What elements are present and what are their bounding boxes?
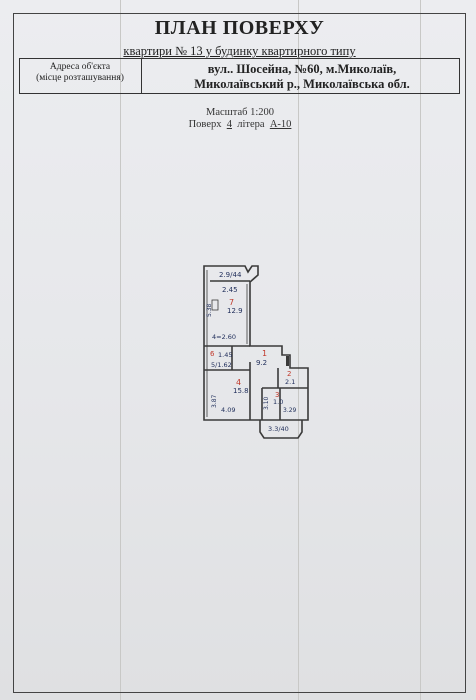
- address-value-line1: вул.. Шосейна, №60, м.Миколаїв,: [207, 62, 397, 76]
- label-room2-area: 2.1: [285, 378, 295, 386]
- window-icon: [286, 356, 289, 366]
- address-value: вул.. Шосейна, №60, м.Миколаїв, Миколаїв…: [146, 62, 458, 92]
- label-top-corridor: 2.9/44: [219, 271, 242, 279]
- litera-label: літера: [237, 119, 265, 130]
- label-room7-area: 12.9: [227, 307, 243, 315]
- address-value-line2: Миколаївський р., Миколаївська обл.: [194, 77, 410, 91]
- label-room4-area: 15.8: [233, 387, 249, 395]
- fixture-icon: [211, 299, 219, 311]
- outer-wall: [203, 265, 309, 421]
- label-right-width: 3.29: [283, 407, 297, 414]
- subtitle-suffix: у будинку квартирного типу: [202, 44, 356, 58]
- address-label: Адреса об'єкта (місце розташування): [19, 62, 141, 84]
- paper-fold-line: [120, 0, 121, 700]
- litera-value: А-10: [269, 119, 292, 130]
- label-room5-dim: 5/1.62: [211, 361, 232, 369]
- label-room3-area: 1.0: [273, 398, 283, 406]
- address-table: [19, 58, 460, 94]
- document-frame: [13, 13, 466, 693]
- room1-number: 1: [262, 349, 267, 358]
- label-room3-side: 3.10: [263, 396, 270, 410]
- label-balcony: 3.3/40: [268, 425, 289, 433]
- floor-label: Поверх: [188, 119, 222, 130]
- apartment-number: 13: [190, 44, 203, 58]
- address-label-line1: Адреса об'єкта: [49, 62, 111, 72]
- label-room-width-top: 2.45: [222, 286, 238, 294]
- scale-text: Масштаб 1:200: [205, 107, 274, 118]
- document-title: ПЛАН ПОВЕРХУ: [154, 17, 325, 39]
- room4-number: 4: [236, 378, 241, 387]
- paper-fold-line: [420, 0, 421, 700]
- room6-number: 6: [210, 350, 215, 358]
- room3-number: 3: [275, 391, 279, 399]
- room7-number: 7: [229, 298, 234, 307]
- label-room4-side: 3.87: [211, 394, 218, 408]
- floor-line: Поверх 4 літера А-10: [150, 119, 330, 130]
- floor-value: 4: [226, 119, 232, 130]
- balcony-outline: [259, 420, 303, 439]
- label-room1-area: 9.2: [256, 359, 267, 367]
- address-divider: [141, 58, 142, 94]
- subtitle-prefix: квартири №: [123, 44, 191, 58]
- label-left-dim: 4=2.60: [212, 333, 236, 341]
- label-bottom-width: 4.09: [221, 406, 235, 414]
- address-label-line2: (місце розташування): [36, 73, 124, 83]
- document-subtitle: квартири № 13 у будинку квартирного типу: [13, 44, 466, 59]
- paper-fold-line: [298, 0, 299, 700]
- label-room7-side: 5.38: [206, 303, 213, 317]
- room2-number: 2: [287, 370, 291, 378]
- label-room6-dim: 1.45: [218, 351, 232, 359]
